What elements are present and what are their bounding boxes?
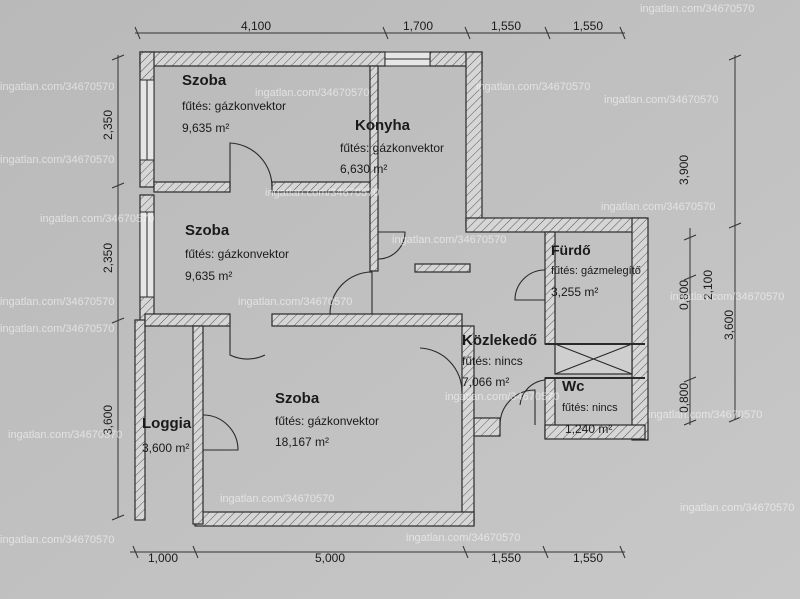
room-heating: fűtés: gázkonvektor	[182, 99, 286, 113]
room-area: 3,600 m²	[142, 441, 189, 455]
door-corridor	[419, 347, 463, 393]
dim-left-2: 2,350	[101, 243, 115, 273]
door-wc	[519, 379, 546, 406]
room-heating: fűtés: gázkonvektor	[340, 141, 444, 155]
room-area: 6,630 m²	[340, 162, 387, 176]
dim-right-inner-1: 0,800	[677, 280, 691, 310]
wall-loggia-divider	[192, 325, 204, 525]
room-area: 1,240 m²	[565, 422, 612, 436]
wall-top-left	[139, 51, 386, 67]
room-area: 3,255 m²	[551, 285, 598, 299]
dim-right-outer-2: 3,600	[722, 310, 736, 340]
watermark: ingatlan.com/34670570	[392, 234, 506, 246]
watermark: ingatlan.com/34670570	[670, 291, 784, 303]
room-name: Konyha	[355, 117, 411, 134]
wall-wc-bottom	[544, 424, 646, 440]
door-loggia	[202, 414, 239, 451]
wall-bottom	[194, 511, 475, 527]
wall-room-divider-c	[144, 313, 231, 327]
wall-room-divider-d	[271, 313, 463, 327]
watermark: ingatlan.com/34670570	[604, 94, 718, 106]
dim-left-3: 3,600	[101, 405, 115, 435]
dim-right-inner-3: 0,800	[677, 383, 691, 413]
room-name: Szoba	[275, 390, 320, 407]
dim-left-1: 2,350	[101, 110, 115, 140]
dim-top-1: 4,100	[241, 19, 271, 33]
watermark: ingatlan.com/34670570	[255, 87, 369, 99]
watermark: ingatlan.com/34670570	[40, 213, 154, 225]
dim-bottom-1: 1,000	[148, 551, 178, 565]
room-heating: fűtés: gázmelegítő	[551, 265, 641, 277]
room-heating: fűtés: gázkonvektor	[275, 414, 379, 428]
room-name: Közlekedő	[462, 332, 537, 349]
doors	[202, 142, 546, 451]
wall-kitchen-bottom	[414, 263, 471, 273]
door-entrance	[499, 389, 536, 426]
watermark: ingatlan.com/34670570	[406, 532, 520, 544]
dimension-lines	[111, 26, 742, 559]
room-labels: Szoba fűtés: gázkonvektor 9,635 m² Konyh…	[142, 72, 641, 455]
window-top	[384, 51, 431, 67]
room-heating: fűtés: gázkonvektor	[185, 247, 289, 261]
watermark: ingatlan.com/34670570	[640, 3, 754, 15]
watermark: ingatlan.com/34670570	[601, 201, 715, 213]
dim-right-outer-1: 3,900	[677, 155, 691, 185]
dimension-labels: 4,100 1,700 1,550 1,550 1,000 5,000 1,55…	[101, 19, 736, 565]
room-name: Wc	[562, 378, 585, 395]
wall-loggia-left	[134, 319, 146, 521]
door-bath	[514, 269, 546, 301]
wall-kitchen-right	[465, 51, 483, 228]
watermark: ingatlan.com/34670570	[0, 323, 114, 335]
watermark: ingatlan.com/34670570	[265, 187, 379, 199]
door-big-room	[229, 326, 266, 360]
watermark: ingatlan.com/34670570	[0, 296, 114, 308]
window-left	[139, 79, 155, 298]
watermark: ingatlan.com/34670570	[476, 81, 590, 93]
watermark: ingatlan.com/34670570	[238, 296, 352, 308]
watermark: ingatlan.com/34670570	[445, 391, 559, 403]
wall-kitchen-left	[369, 65, 379, 272]
room-name: Fürdő	[551, 242, 591, 258]
wall-room-divider-a	[153, 181, 231, 193]
room-area: 18,167 m²	[275, 435, 329, 449]
room-name: Szoba	[185, 222, 230, 239]
room-name: Szoba	[182, 72, 227, 89]
watermark: ingatlan.com/34670570	[8, 429, 122, 441]
door-kitchen	[377, 231, 406, 260]
room-heating: fűtés: nincs	[562, 402, 618, 414]
room-heating: fűtés: nincs	[462, 354, 523, 368]
room-area: 9,635 m²	[185, 269, 232, 283]
dim-bottom-4: 1,550	[573, 551, 603, 565]
dim-top-2: 1,700	[403, 19, 433, 33]
dim-top-4: 1,550	[573, 19, 603, 33]
watermark: ingatlan.com/34670570	[0, 81, 114, 93]
room-area: 7,066 m²	[462, 375, 509, 389]
watermarks: ingatlan.com/34670570 ingatlan.com/34670…	[0, 3, 794, 546]
dim-bottom-2: 5,000	[315, 551, 345, 565]
room-name: Loggia	[142, 415, 192, 432]
door-room1	[229, 142, 273, 188]
watermark: ingatlan.com/34670570	[0, 154, 114, 166]
dim-right-inner-2: 2,100	[701, 270, 715, 300]
shaft-box	[554, 343, 633, 375]
wall-far-right	[631, 217, 649, 441]
watermark: ingatlan.com/34670570	[680, 502, 794, 514]
door-room2	[329, 271, 373, 315]
dim-top-3: 1,550	[491, 19, 521, 33]
dim-bottom-3: 1,550	[491, 551, 521, 565]
room-area: 9,635 m²	[182, 121, 229, 135]
watermark: ingatlan.com/34670570	[0, 534, 114, 546]
watermark: ingatlan.com/34670570	[648, 409, 762, 421]
wall-top-step	[465, 217, 647, 233]
watermark: ingatlan.com/34670570	[220, 493, 334, 505]
